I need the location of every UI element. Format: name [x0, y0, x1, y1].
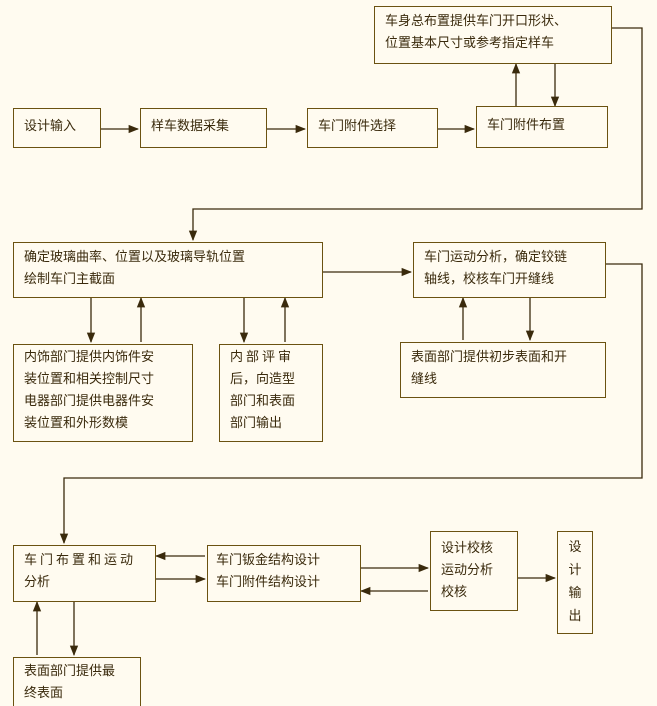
node-door-accessory-select-label: 车门附件选择: [318, 119, 397, 134]
node-surface-initial: 表面部门提供初步表面和开 缝线: [400, 342, 606, 398]
node-design-output-char-1: 设: [568, 540, 582, 555]
node-design-check-line-1: 设计校核: [441, 541, 494, 556]
node-sample-data: 样车数据采集: [140, 108, 267, 148]
node-door-layout-motion: 车门布置和运动 分析: [13, 545, 156, 602]
node-internal-review-line-4: 部门输出: [230, 416, 283, 431]
node-surface-initial-line-1: 表面部门提供初步表面和开: [411, 350, 568, 365]
node-sheet-metal: 车门钣金结构设计 车门附件结构设计: [207, 545, 361, 602]
node-surface-final-line-1: 表面部门提供最: [24, 664, 116, 679]
node-sample-data-label: 样车数据采集: [151, 119, 230, 134]
node-door-layout-motion-line-1: 车门布置和运动: [24, 553, 137, 568]
node-motion-analysis-line-1: 车门运动分析，确定铰链: [424, 250, 568, 265]
node-glass-section: 确定玻璃曲率、位置以及玻璃导轨位置 绘制车门主截面: [13, 242, 323, 298]
node-body-layout: 车身总布置提供车门开口形状、 位置基本尺寸或参考指定样车: [374, 6, 612, 64]
node-design-output-char-4: 出: [568, 609, 582, 624]
node-design-output-char-3: 输: [568, 586, 582, 601]
node-design-check-line-3: 校核: [441, 585, 468, 600]
node-interior-dept-line-4: 装位置和外形数模: [24, 416, 129, 431]
node-surface-initial-line-2: 缝线: [411, 372, 438, 387]
node-surface-final-line-2: 终表面: [24, 686, 64, 701]
node-sheet-metal-line-1: 车门钣金结构设计: [216, 553, 321, 568]
node-glass-section-line-1: 确定玻璃曲率、位置以及玻璃导轨位置: [24, 250, 246, 265]
node-internal-review: 内部评审 后，向造型 部门和表面 部门输出: [219, 344, 323, 442]
node-design-check-line-2: 运动分析: [441, 563, 494, 578]
node-interior-dept-line-3: 电器部门提供电器件安: [24, 394, 155, 409]
node-motion-analysis: 车门运动分析，确定铰链 轴线，校核车门开缝线: [413, 242, 606, 298]
arrow-motion-to-layout-analysis: [59, 263, 643, 545]
node-design-check: 设计校核 运动分析 校核: [430, 531, 518, 611]
node-design-output: 设 计 输 出: [557, 531, 593, 634]
node-motion-analysis-line-2: 轴线，校核车门开缝线: [424, 272, 555, 287]
node-glass-section-line-2: 绘制车门主截面: [24, 272, 116, 287]
node-internal-review-line-2: 后，向造型: [230, 372, 296, 387]
node-interior-dept-line-2: 装位置和相关控制尺寸: [24, 372, 155, 387]
node-body-layout-line-1: 车身总布置提供车门开口形状、: [385, 14, 568, 29]
node-surface-final: 表面部门提供最 终表面: [13, 657, 141, 706]
node-interior-dept-line-1: 内饰部门提供内饰件安: [24, 350, 155, 365]
node-door-accessory-select: 车门附件选择: [307, 108, 438, 148]
node-internal-review-line-3: 部门和表面: [230, 394, 296, 409]
node-body-layout-line-2: 位置基本尺寸或参考指定样车: [385, 36, 555, 51]
node-design-output-char-2: 计: [568, 563, 582, 578]
node-sheet-metal-line-2: 车门附件结构设计: [216, 575, 321, 590]
node-design-input: 设计输入: [13, 108, 101, 148]
node-design-input-label: 设计输入: [24, 119, 77, 134]
node-internal-review-line-1: 内部评审: [230, 350, 295, 365]
node-door-accessory-layout: 车门附件布置: [476, 106, 608, 148]
node-interior-dept: 内饰部门提供内饰件安 装位置和相关控制尺寸 电器部门提供电器件安 装位置和外形数…: [13, 344, 193, 442]
node-door-layout-motion-line-2: 分析: [24, 575, 51, 590]
arrow-body-to-glass: [188, 27, 643, 242]
node-door-accessory-layout-label: 车门附件布置: [487, 118, 566, 133]
